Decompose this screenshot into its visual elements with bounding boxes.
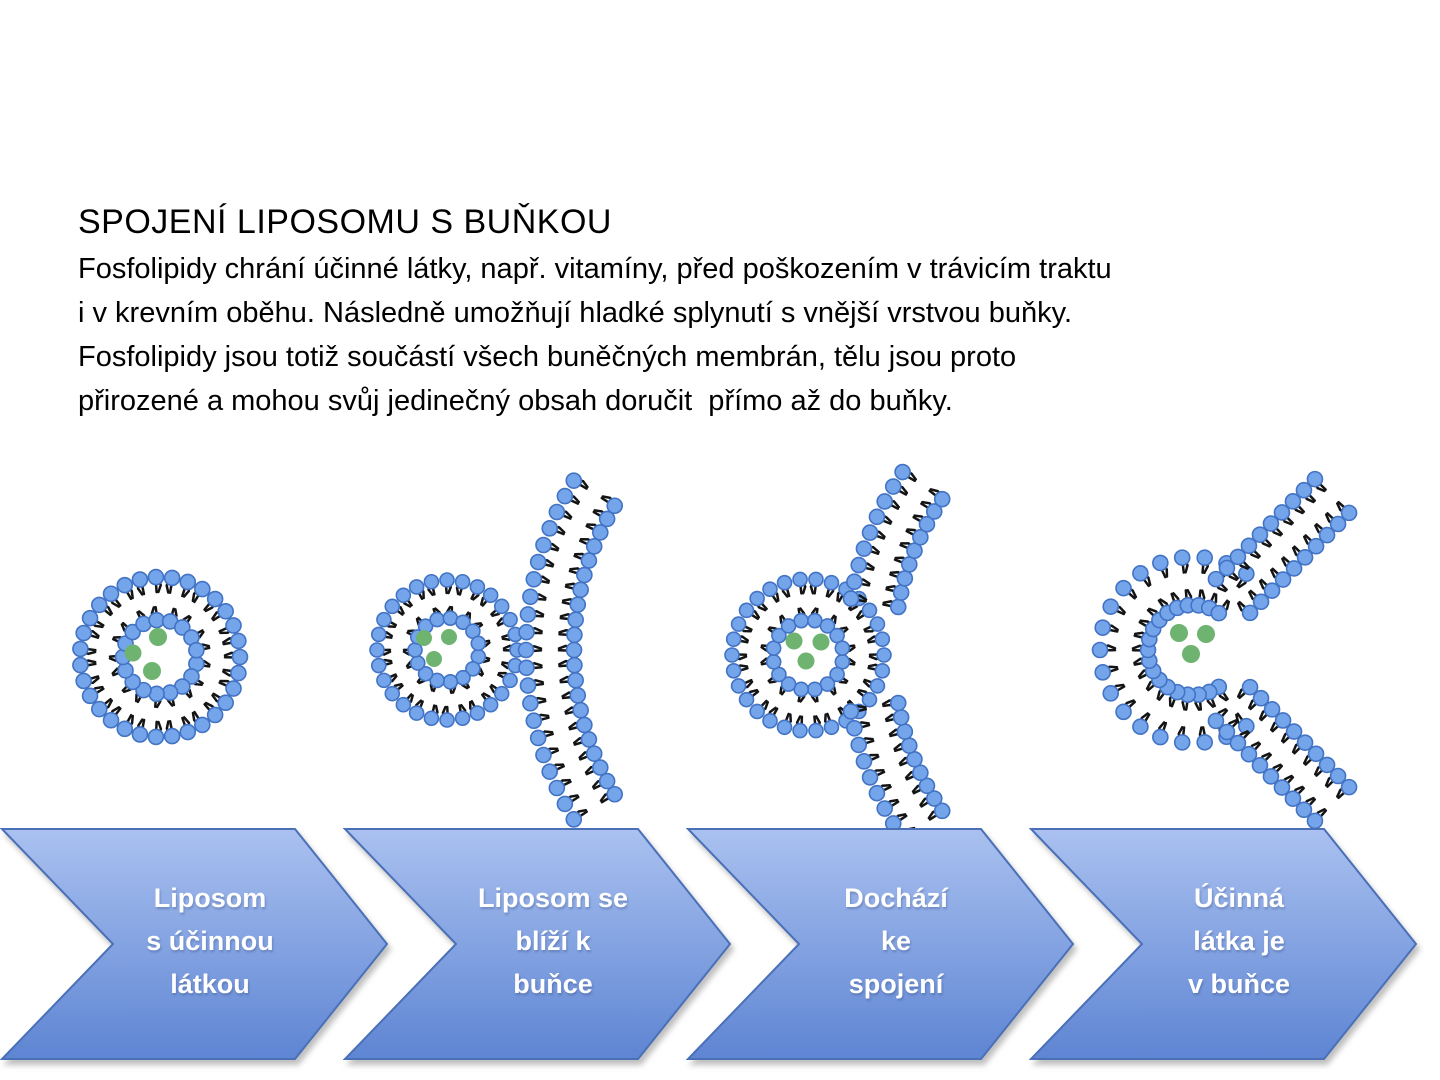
- step-label-line: Účinná: [1193, 882, 1285, 913]
- process-step-2: Liposom se blíží k buňce: [343, 826, 733, 1062]
- paragraph-line: i v krevním oběhu. Následně umožňují hla…: [78, 297, 1073, 329]
- stage-liposome-approaching-cell-illustration: [369, 472, 624, 828]
- slide-title: SPOJENÍ LIPOSOMU S BUŇKOU: [78, 203, 612, 241]
- step-label-line: blíží k: [515, 925, 591, 956]
- process-step-4: Účinná látka je v buňce: [1029, 826, 1419, 1062]
- step-label-line: spojení: [848, 968, 944, 999]
- step-label-line: s účinnou: [146, 925, 274, 956]
- step-label-line: látka je: [1193, 925, 1285, 956]
- process-step-3-label: Dochází ke spojení: [781, 826, 1011, 1056]
- chevron-arrow-icon: [0, 828, 389, 1060]
- stage-liposome-with-substance-illustration: [72, 568, 249, 746]
- paragraph-line: Fosfolipidy chrání účinné látky, např. v…: [78, 253, 1112, 285]
- chevron-arrow-icon: [343, 828, 732, 1060]
- step-label-line: Liposom se: [477, 882, 629, 913]
- stage-substance-inside-cell-illustration: [1091, 470, 1358, 830]
- intro-paragraph: Fosfolipidy chrání účinné látky, např. v…: [78, 247, 1112, 423]
- paragraph-line: přirozené a mohou svůj jedinečný obsah d…: [78, 385, 953, 417]
- process-step-1: Liposom s účinnou látkou: [0, 826, 390, 1062]
- step-label-line: v buňce: [1187, 968, 1291, 999]
- process-step-2-label: Liposom se blíží k buňce: [438, 826, 668, 1056]
- stage-liposome-fusing-illustration: [724, 463, 951, 847]
- process-step-4-label: Účinná látka je v buňce: [1124, 826, 1354, 1056]
- chevron-arrow-icon: [686, 828, 1075, 1060]
- step-label-line: Dochází: [844, 882, 948, 913]
- process-step-1-label: Liposom s účinnou látkou: [95, 826, 325, 1056]
- step-label-line: látkou: [170, 968, 250, 999]
- process-step-3: Dochází ke spojení: [686, 826, 1076, 1062]
- step-label-line: ke: [880, 925, 912, 956]
- paragraph-line: Fosfolipidy jsou totiž součástí všech bu…: [78, 341, 1017, 373]
- step-label-line: Liposom: [153, 882, 267, 913]
- chevron-arrow-icon: [1029, 828, 1418, 1060]
- step-label-line: buňce: [513, 968, 593, 999]
